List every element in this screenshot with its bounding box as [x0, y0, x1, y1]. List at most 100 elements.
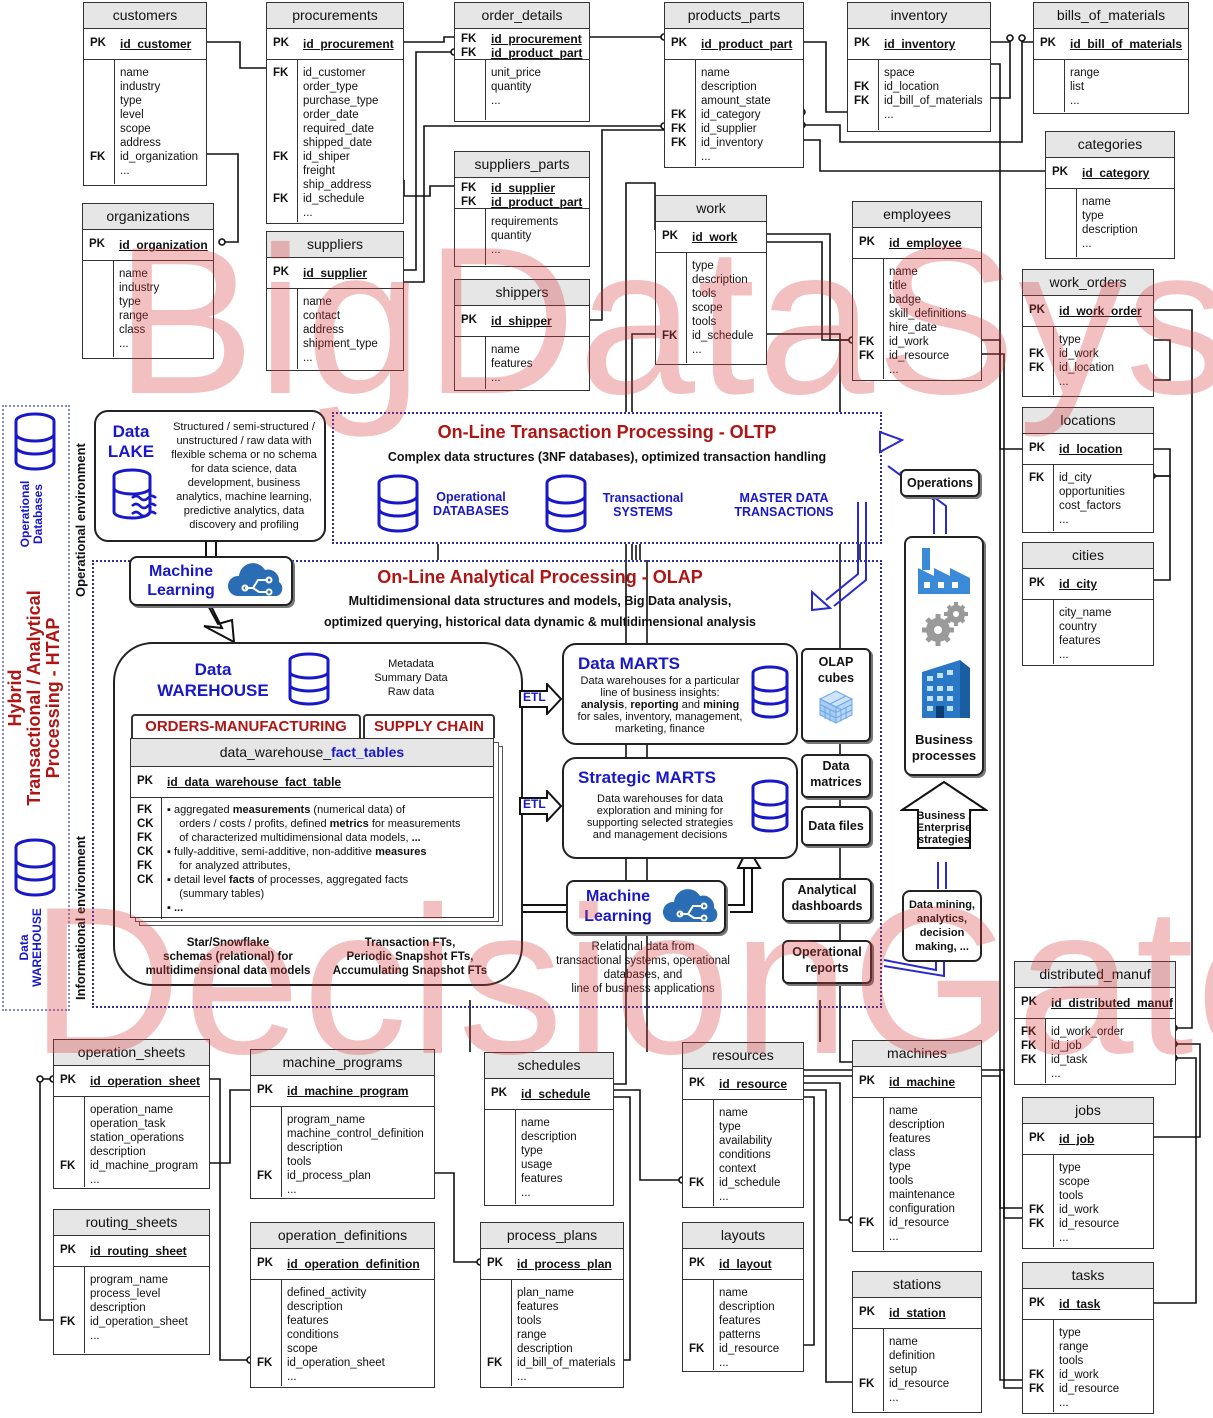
field-key: FK: [1029, 348, 1045, 360]
relational-l2: transactional systems, operational: [556, 955, 730, 967]
field-name: name: [491, 344, 520, 356]
field-row: ...: [455, 371, 589, 385]
primary-key-name: id_procurement: [303, 37, 394, 51]
fact-row: FK of characterized multidimensional dat…: [131, 831, 493, 845]
fact-row: FK▪ aggregated measurements (numerical d…: [131, 803, 493, 817]
field-name: tools: [692, 288, 717, 300]
ml-cloud-icon: [227, 563, 283, 596]
operational-reports-button[interactable]: Operational reports: [782, 940, 872, 984]
primary-key-name: id_distributed_manuf: [1051, 996, 1174, 1010]
analytical-dashboards-button[interactable]: Analytical dashboards: [782, 878, 872, 922]
data-lake-title-1: Data: [112, 422, 150, 441]
marts-d3c: reporting: [630, 699, 679, 711]
primary-key-name: id_city: [1059, 577, 1098, 591]
field-name: id_machine_program: [90, 1160, 199, 1172]
relationship-line: [588, 129, 664, 321]
field-name: ...: [287, 1184, 297, 1196]
field-row: ...: [1046, 237, 1174, 251]
table-title: machines: [853, 1041, 981, 1067]
field-name: scope: [287, 1343, 318, 1355]
field-name: id_schedule: [692, 330, 754, 342]
field-row: description: [54, 1145, 209, 1159]
field-row: type: [853, 1160, 981, 1174]
field-name: type: [1059, 1162, 1081, 1174]
data-marts-title: Data MARTS: [578, 654, 681, 673]
field-name: definition: [889, 1350, 936, 1362]
primary-key-row: PK id_employee: [853, 228, 981, 259]
marts-d2: line of business insights:: [600, 687, 720, 699]
data-files-button[interactable]: Data files: [801, 806, 871, 846]
fact-row: (summary tables): [131, 887, 493, 901]
field-row: description: [1046, 223, 1174, 237]
marts-d1: Data warehouses for a particular: [580, 675, 740, 687]
field-name: id_supplier: [701, 123, 757, 135]
field-row: name: [853, 1335, 981, 1349]
field-key: FK: [689, 1343, 705, 1355]
field-name: features: [719, 1315, 761, 1327]
fact-row: FK for analyzed attributes,: [131, 859, 493, 873]
dw-tab-supply-chain[interactable]: SUPPLY CHAIN: [363, 714, 495, 738]
marts-d3b: ,: [624, 699, 631, 711]
field-row: operation_task: [54, 1117, 209, 1131]
field-name: amount_state: [701, 95, 771, 107]
field-row: tools: [481, 1314, 623, 1328]
olap-cubes-button[interactable]: OLAP cubes: [801, 648, 871, 742]
field-name: order_type: [303, 81, 358, 93]
fact-key: FK: [137, 832, 153, 844]
field-row: purchase_type: [267, 94, 403, 108]
field-name: ...: [287, 1371, 297, 1383]
primary-key-name: id_location: [1059, 442, 1123, 456]
field-name: tools: [889, 1175, 914, 1187]
field-row: ...: [848, 108, 990, 122]
primary-key-row: PK id_machine_program: [251, 1076, 434, 1107]
field-name: opportunities: [1059, 486, 1125, 498]
field-name: address: [303, 324, 344, 336]
relationship-line: [980, 353, 1022, 1219]
field-row: ...: [455, 243, 589, 257]
primary-key-name: id_resource: [719, 1077, 788, 1091]
field-name: name: [701, 67, 730, 79]
marts-d4: for sales, inventory, management,: [577, 711, 743, 723]
table-title: shippers: [455, 280, 589, 306]
field-key: FK: [859, 1378, 875, 1390]
strategic-marts-title: Strategic MARTS: [578, 768, 716, 787]
table-title: operation_sheets: [54, 1040, 209, 1066]
key-label: PK: [60, 1244, 76, 1256]
data-lake-description: Structured / semi-structured / unstructu…: [171, 421, 317, 531]
relationship-line: [802, 139, 1045, 172]
ml-bottom-line2: Learning: [584, 908, 652, 925]
field-row: type: [1023, 1161, 1153, 1175]
field-key: FK: [1029, 362, 1045, 374]
data-matrices-button[interactable]: Data matrices: [801, 754, 871, 798]
field-key: FK: [273, 193, 289, 205]
relationship-line: [980, 339, 1022, 1381]
field-name: ...: [1059, 376, 1069, 388]
field-name: ...: [90, 1174, 100, 1186]
field-key: FK: [257, 1357, 273, 1369]
dw-tab-orders-manufacturing[interactable]: ORDERS-MANUFACTURING: [131, 714, 361, 738]
gears-icon: [922, 602, 968, 646]
primary-key-name: id_machine: [889, 1075, 956, 1089]
field-name: id_shiper: [303, 151, 350, 163]
field-name: ship_address: [303, 179, 372, 191]
operations-button[interactable]: Operations: [900, 469, 980, 497]
field-name: machine_control_definition: [287, 1128, 424, 1140]
field-name: operation_task: [90, 1118, 166, 1130]
fact-pk-row: PK id_data_warehouse_fact_table: [131, 767, 493, 798]
